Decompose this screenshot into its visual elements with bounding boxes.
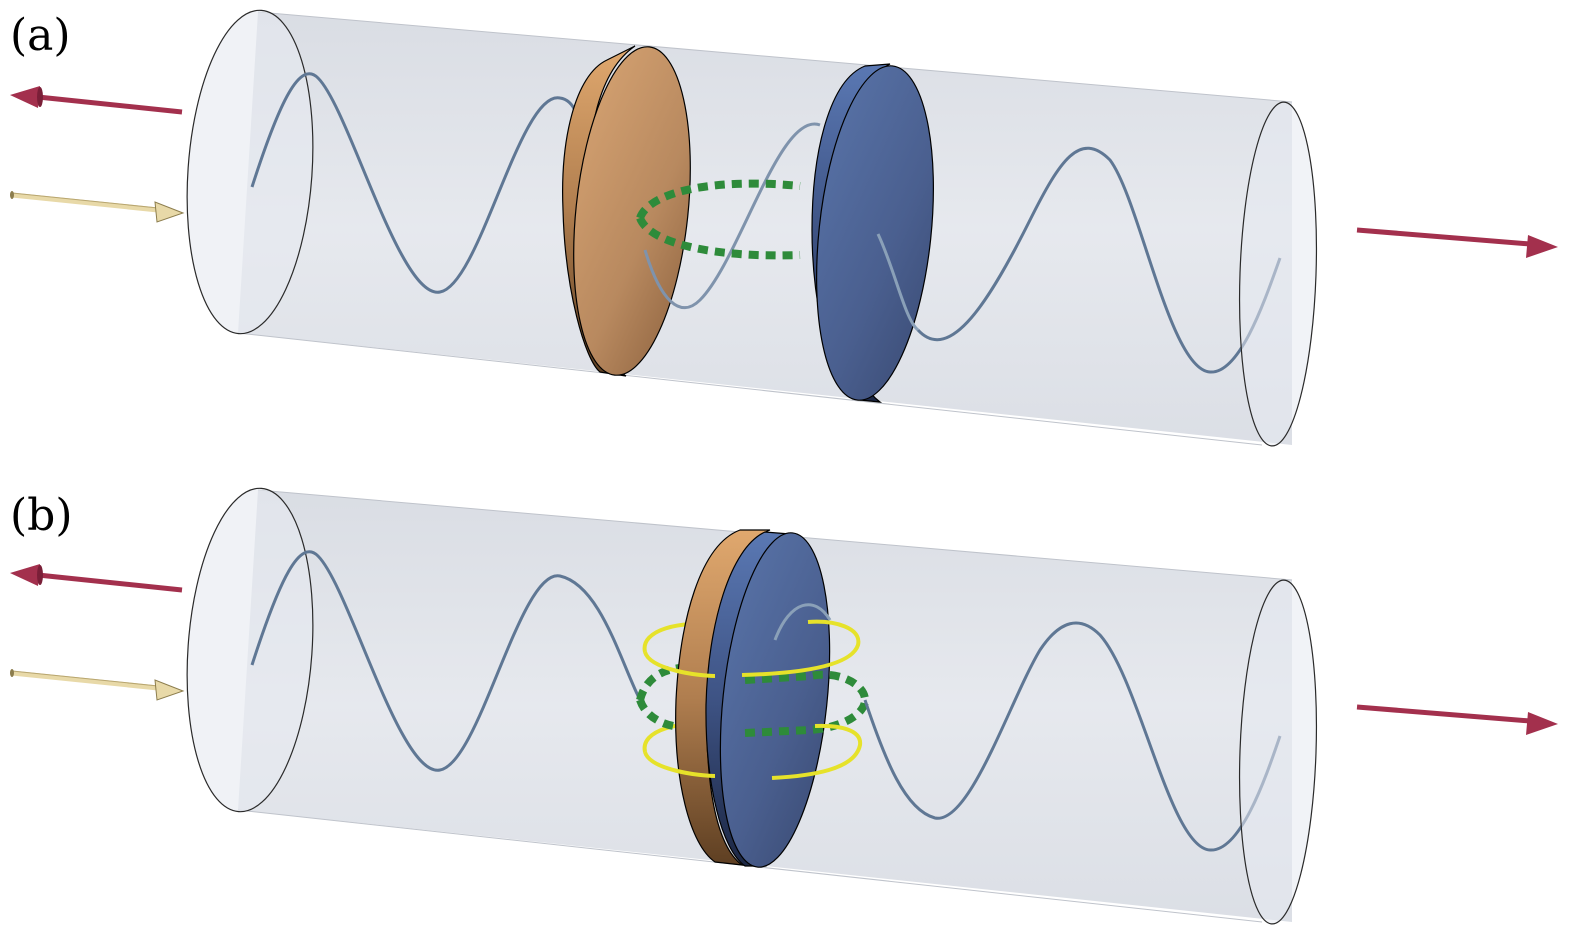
wave-left xyxy=(250,550,642,772)
coil-front-top xyxy=(643,651,716,678)
cylinder-left-end xyxy=(186,487,314,813)
red-arrow-icon xyxy=(1356,227,1558,258)
panel-label-b: (b) xyxy=(10,490,73,541)
panel-b xyxy=(10,487,1558,925)
wave-right xyxy=(863,621,1282,852)
cylinder-right-end xyxy=(1238,579,1318,925)
dashed-loop-back xyxy=(636,179,801,220)
wave-middle-faded xyxy=(773,603,832,641)
dashed-loop-back-lower xyxy=(636,698,681,731)
copper-plate xyxy=(562,45,691,377)
cylinder-right-end xyxy=(1238,101,1318,447)
blue-plate xyxy=(811,63,934,403)
coil-front-bottom xyxy=(643,751,716,778)
dashed-loop-front-bottom xyxy=(744,699,869,737)
blue-plate-face xyxy=(719,532,831,868)
cylinder-body xyxy=(238,12,1292,445)
cylinder-left-end xyxy=(186,9,314,335)
wave-right xyxy=(916,146,1282,374)
wave-left xyxy=(250,72,585,294)
dashed-loop-front xyxy=(636,216,801,260)
copper-plate-face xyxy=(573,46,691,376)
wave-right-faded xyxy=(876,233,920,332)
panel-a xyxy=(10,9,1558,447)
coil-front-top-right xyxy=(741,619,861,677)
panel-label-a: (a) xyxy=(10,10,71,61)
red-arrow-icon xyxy=(10,564,183,593)
cream-arrow-icon xyxy=(10,669,185,701)
cylinder-bottom-edge xyxy=(237,332,1263,446)
red-arrow-icon xyxy=(10,86,183,115)
dashed-loop-back xyxy=(636,664,681,702)
red-arrow-icon xyxy=(1356,704,1558,735)
dashed-loop-front-top xyxy=(744,670,869,701)
dashed-loop xyxy=(636,179,801,260)
cream-arrow-icon xyxy=(10,191,185,223)
coil-front-bottom-right xyxy=(771,723,863,780)
blue-plate xyxy=(705,531,831,868)
wave-middle xyxy=(643,122,821,310)
cylinder-top-edge xyxy=(257,11,1293,103)
blue-plate-face xyxy=(816,65,934,401)
coil-front xyxy=(643,619,863,780)
